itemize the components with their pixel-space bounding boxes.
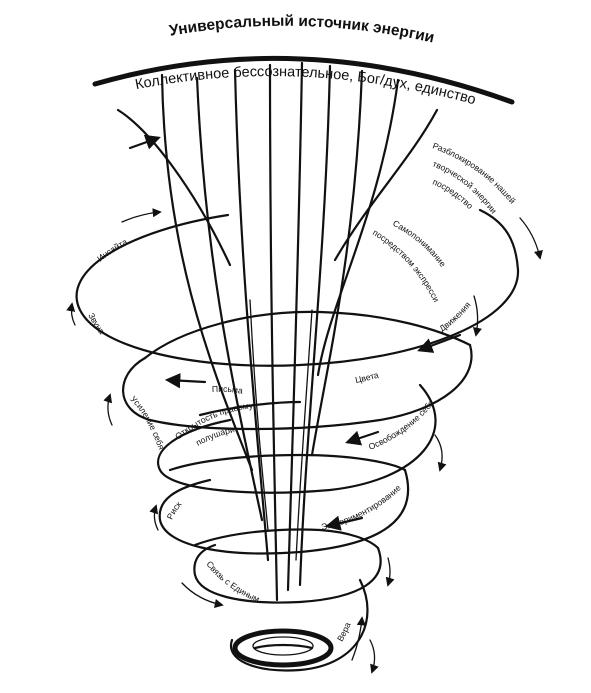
label-writing: Письма (212, 384, 244, 396)
stream-line (286, 61, 304, 592)
arrow-icon (472, 295, 482, 337)
spiral-ring-2 (122, 343, 473, 431)
arrow-icon (149, 504, 159, 531)
arrow-icon (369, 639, 379, 674)
label-self-understanding: Самопонимание (391, 218, 448, 269)
label-self-liberation-text: Освобождение себя (367, 398, 436, 452)
stream-line (195, 76, 264, 522)
stream-line (233, 68, 270, 562)
stream-thin-line (249, 299, 269, 531)
diagram-subtitle-text: Коллективное бессознательное, Бог/дух, е… (134, 64, 478, 108)
spiral-ring-3-inner (168, 453, 407, 472)
stream-line (160, 73, 254, 472)
label-faith-text: Вера (335, 621, 353, 643)
flow-arrows (66, 134, 543, 674)
spiral-ring-5 (193, 543, 382, 604)
arrow-icon (181, 582, 224, 608)
arrow-icon (121, 208, 162, 223)
label-risk-text: Риск (165, 499, 184, 521)
stream-line (310, 69, 364, 457)
diagram-title-text: Универсальный источник энергии (168, 13, 436, 47)
arrow-icon (164, 372, 207, 389)
label-hemisphere-text: полушарию (0, 0, 236, 448)
spiral-ring-1-inner (143, 310, 472, 360)
spiral-ring-6 (229, 578, 369, 672)
arrow-icon (351, 616, 366, 661)
pool-ripple (253, 643, 314, 650)
spiral (75, 208, 520, 672)
spiral-ring-4 (158, 468, 410, 555)
label-color-text: Цвета (354, 370, 380, 385)
spiral-ring-4-inner (193, 528, 380, 550)
arrow-icon (417, 333, 462, 353)
spiral-ring-2-inner (198, 400, 302, 417)
funnel-wall-left (116, 108, 232, 267)
arrow-icon (385, 557, 395, 587)
source-arc (92, 55, 515, 105)
label-faith: Вера (335, 621, 353, 643)
label-hemisphere: полушарию (0, 0, 236, 448)
pool-outer (232, 628, 334, 668)
funnel-wall-right (333, 108, 439, 262)
arrow-icon (66, 302, 76, 326)
arrow-icon (103, 393, 113, 426)
label-insight-text: Инсайта (95, 236, 129, 263)
spiral-ring-1 (75, 208, 520, 367)
label-risk: Риск (165, 499, 184, 521)
arrow-icon (434, 434, 447, 472)
arrow-icon (519, 217, 543, 260)
diagram-subtitle: Коллективное бессознательное, Бог/дух, е… (134, 64, 478, 108)
spiral-ring-3 (157, 383, 437, 494)
funnel-streams (160, 61, 400, 602)
label-through-expression: посредством экспрессии (0, 0, 442, 304)
label-insight: Инсайта (95, 236, 129, 263)
stream-line (298, 64, 332, 587)
label-self-understanding-text: Самопонимание (391, 218, 448, 269)
stream-line (268, 63, 279, 602)
arrow-icon (128, 134, 161, 150)
pool-inner (252, 636, 314, 656)
label-through-expression-text: посредством экспрессии (0, 0, 442, 304)
arrow-icon (325, 515, 364, 531)
stream-line (316, 78, 400, 377)
diagram-title: Универсальный источник энергии (168, 13, 436, 47)
label-color: Цвета (354, 370, 380, 385)
label-writing-text: Письма (212, 384, 244, 396)
base-pool (232, 628, 334, 668)
label-self-liberation: Освобождение себя (367, 398, 436, 452)
arrow-icon (345, 430, 380, 446)
